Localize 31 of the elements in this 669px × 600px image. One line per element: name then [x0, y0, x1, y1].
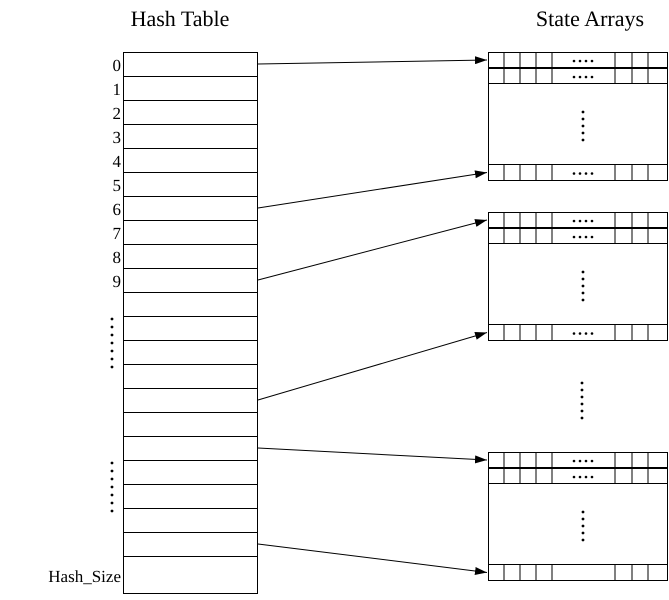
row-index-label: 2: [112, 104, 121, 122]
state-array: [488, 212, 668, 341]
row-index-label: 3: [112, 128, 121, 146]
row-index-label: 8: [112, 248, 121, 266]
row-index-label: 6: [112, 200, 121, 218]
arrow: [258, 544, 488, 575]
row-index-label: Hash_Size: [48, 568, 121, 584]
row-index-label: 7: [112, 224, 121, 242]
array-row: [489, 164, 667, 181]
arrow: [258, 448, 488, 464]
column-heading: State Arrays: [536, 6, 644, 32]
array-row: [489, 468, 667, 484]
row-index-label: 1: [112, 80, 121, 98]
row-index-label: 9: [112, 272, 121, 290]
column-heading: Hash Table: [130, 6, 230, 32]
row-index-label: 4: [112, 152, 121, 170]
state-array: [488, 52, 668, 181]
array-row: [489, 68, 667, 84]
row-index-label: 0: [112, 56, 121, 74]
array-row: [489, 52, 667, 68]
row-index-label: 5: [112, 176, 121, 194]
array-row: [489, 452, 667, 468]
arrow: [258, 170, 488, 208]
array-row: [489, 212, 667, 228]
array-row: [489, 564, 667, 581]
arrow: [258, 56, 488, 64]
array-row: [489, 228, 667, 244]
arrow: [258, 219, 488, 280]
arrow: [258, 332, 488, 400]
state-array: [488, 452, 668, 581]
array-row: [489, 324, 667, 341]
